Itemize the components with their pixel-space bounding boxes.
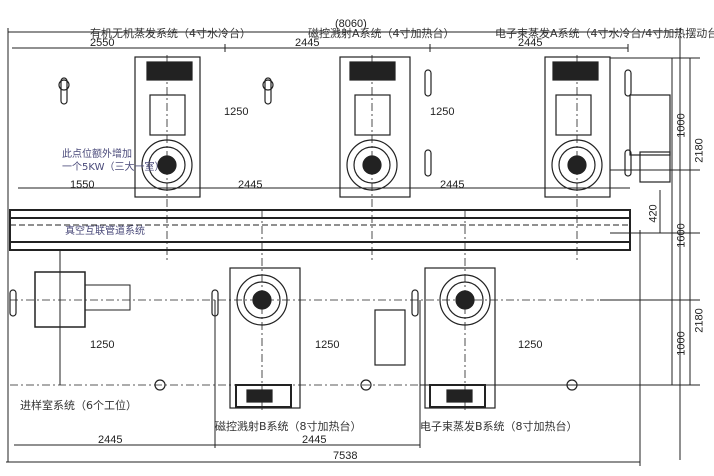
- note-line-2: 一个5KW（三大一室）: [62, 162, 165, 173]
- dim-right-1000-bottom: 1000: [675, 331, 688, 356]
- dim-offset-top-2: 1250: [430, 106, 455, 118]
- dim-mid-spacing-3: 2445: [440, 179, 465, 191]
- dim-right-2180-top: 2180: [693, 138, 706, 163]
- dim-mid-spacing-2: 2445: [238, 179, 263, 191]
- dim-right-2180-bottom: 2180: [693, 308, 706, 333]
- note-line-1: 此点位额外增加: [62, 149, 132, 160]
- dim-offset-bottom-0: 1250: [90, 339, 115, 351]
- dim-mid-spacing-1: 1550: [70, 179, 95, 191]
- label-top-system-2: 磁控溅射A系统（4寸加热台）: [308, 27, 455, 40]
- dim-right-420: 420: [647, 204, 660, 223]
- label-top-system-3: 电子束蒸发A系统（4寸水冷台/4寸加热摆动台）: [495, 27, 714, 40]
- dim-overall-bottom: 7538: [333, 450, 358, 462]
- label-bottom-system-2: 电子束蒸发B系统（8寸加热台）: [420, 420, 578, 433]
- dim-right-1600: 1600: [675, 223, 688, 248]
- dim-offset-top-1: 1250: [224, 106, 249, 118]
- dim-top-spacing-3: 2445: [518, 37, 543, 49]
- label-top-system-1: 有机无机蒸发系统（4寸水冷台）: [90, 27, 251, 40]
- dim-top-spacing-2: 2445: [295, 37, 320, 49]
- dim-right-1000-top: 1000: [675, 113, 688, 138]
- label-bottom-system-1: 磁控溅射B系统（8寸加热台）: [215, 420, 362, 433]
- dim-top-spacing-1: 2550: [90, 37, 115, 49]
- dim-bottom-spacing-1: 2445: [98, 434, 123, 446]
- dim-bottom-spacing-2: 2445: [302, 434, 327, 446]
- dim-offset-bottom-2: 1250: [518, 339, 543, 351]
- label-load-lock: 进样室系统（6个工位）: [20, 399, 137, 412]
- dim-overall-top: (8060): [335, 18, 367, 30]
- dim-offset-bottom-1: 1250: [315, 339, 340, 351]
- label-transfer-line: 真空互联管道系统: [65, 226, 145, 237]
